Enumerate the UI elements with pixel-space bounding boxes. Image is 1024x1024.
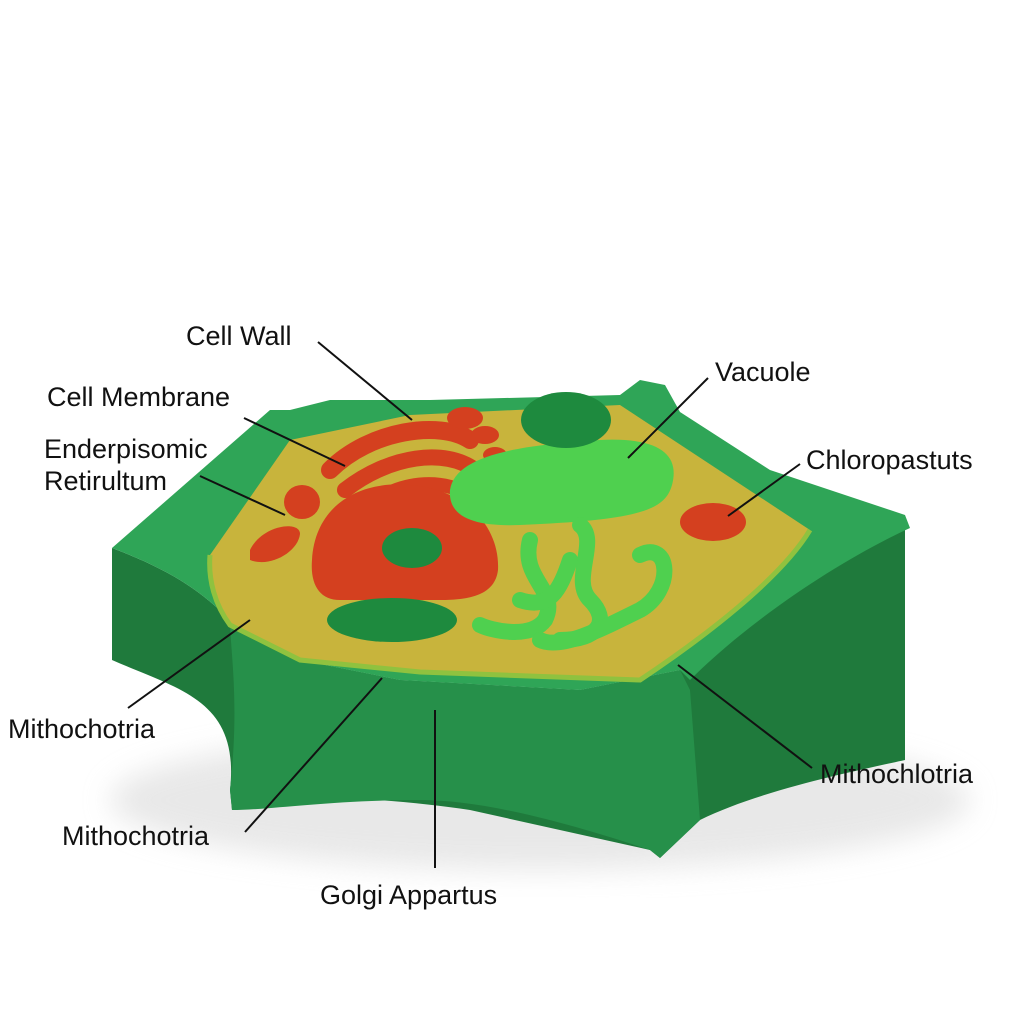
label-vacuole: Vacuole	[715, 357, 811, 387]
label-mitochondria-left: Mithochotria	[8, 714, 156, 744]
label-er-line-2: Retirultum	[44, 466, 168, 496]
label-er-line-1: Enderpisomic	[44, 434, 208, 464]
vacuole	[449, 439, 674, 526]
dome-organelle	[521, 392, 611, 448]
label-endoplasmic-reticulum: Enderpisomic Retirultum	[44, 433, 208, 497]
green-er-tubes	[472, 517, 673, 651]
label-chloroplasts: Chloropastuts	[806, 445, 973, 475]
nucleolus	[382, 528, 442, 568]
red-vesicles	[250, 407, 507, 563]
cell-membrane-edge	[207, 528, 813, 683]
mitochondrion-left	[327, 598, 457, 642]
label-mitochondria-bottom-left: Mithochotria	[62, 821, 210, 851]
label-mitochondria-right: Mithochlotria	[820, 759, 974, 789]
label-cell-wall: Cell Wall	[186, 321, 292, 351]
chloroplast-red	[680, 503, 746, 541]
label-cell-membrane: Cell Membrane	[47, 382, 231, 412]
label-golgi-apparatus: Golgi Appartus	[320, 880, 498, 910]
